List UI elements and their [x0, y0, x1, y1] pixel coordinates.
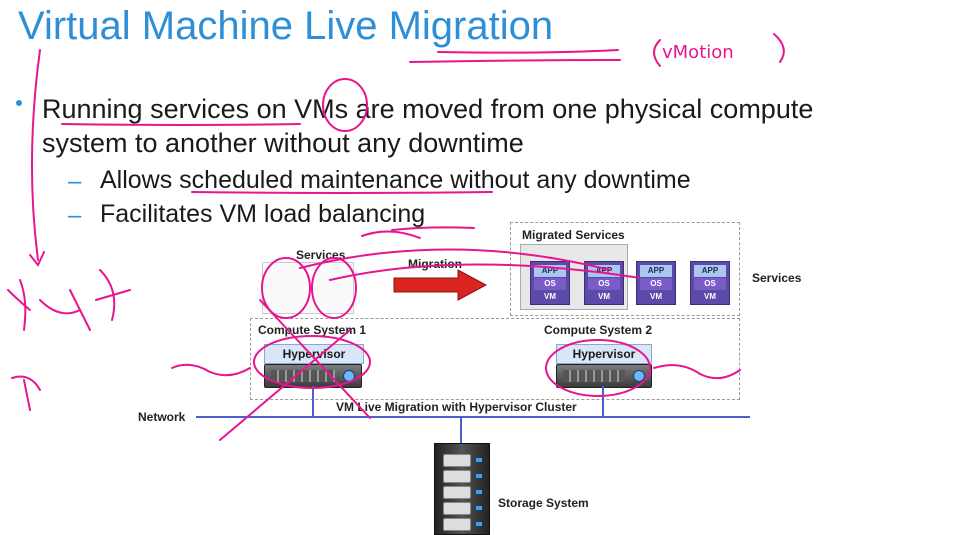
network-label: Network	[138, 410, 186, 424]
server-1-icon	[264, 364, 362, 388]
storage-system-icon	[434, 443, 490, 535]
hypervisor-1: Hypervisor	[264, 344, 364, 364]
bullet-icon	[16, 100, 22, 106]
slide-title: Virtual Machine Live Migration	[18, 4, 554, 48]
network-link-1	[312, 386, 314, 416]
services-label: Services	[296, 248, 346, 262]
server-2-icon	[556, 364, 652, 388]
network-line	[196, 416, 750, 418]
migration-arrow-icon	[393, 269, 488, 301]
compute-system-2-label: Compute System 2	[544, 323, 653, 337]
sub-bullet-1: Allows scheduled maintenance without any…	[100, 166, 691, 194]
hypervisor-2: Hypervisor	[556, 344, 652, 364]
services-right-label: Services	[752, 271, 802, 285]
bullet-line-2: system to another without any downtime	[42, 128, 524, 158]
storage-system-label: Storage System	[498, 496, 589, 510]
compute-system-1-label: Compute System 1	[258, 323, 367, 337]
sub-bullet-dash-2: –	[68, 202, 82, 229]
cluster-label: VM Live Migration with Hypervisor Cluste…	[336, 400, 577, 414]
bullet-line-1: Running services on VMs are moved from o…	[42, 94, 814, 124]
sub-bullet-2: Facilitates VM load balancing	[100, 200, 426, 228]
migrated-services-label: Migrated Services	[522, 228, 625, 242]
network-link-storage	[460, 416, 462, 444]
network-link-2	[602, 386, 604, 416]
sub-bullet-dash-1: –	[68, 168, 82, 195]
source-services-box	[262, 262, 354, 314]
